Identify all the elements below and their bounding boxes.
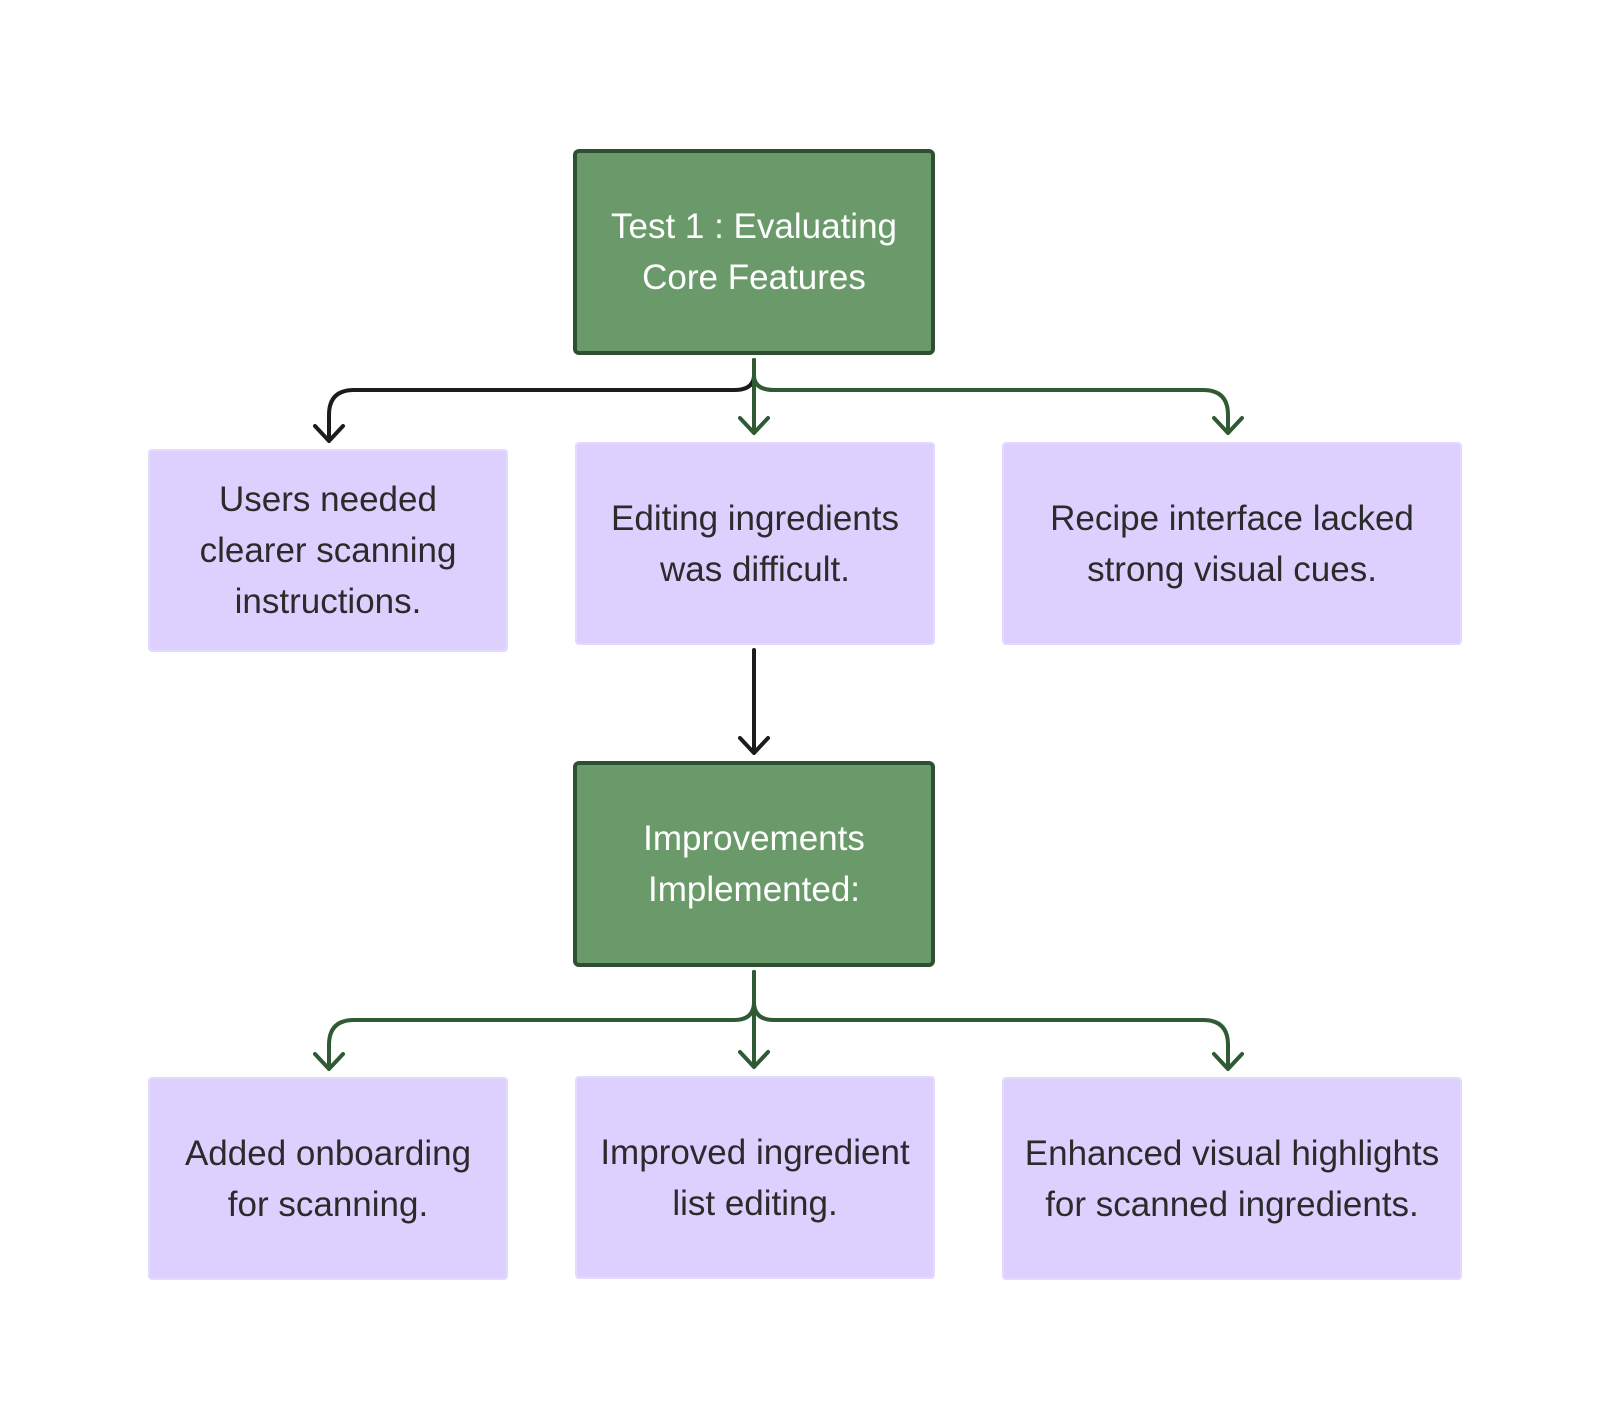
- connector-middle-to-improvement-1: [327, 970, 756, 1070]
- node-finding-editing-label: Editing ingredients was difficult.: [611, 498, 899, 589]
- node-finding-scanning-label: Users needed clearer scanning instructio…: [199, 480, 457, 621]
- node-improvement-highlights: Enhanced visual highlights for scanned i…: [1002, 1077, 1462, 1280]
- node-improvements-label: Improvements Implemented:: [643, 819, 865, 909]
- node-test-evaluation: Test 1 : Evaluating Core Features: [573, 149, 935, 355]
- arrowhead-improvement-1: [313, 1052, 345, 1071]
- node-test-evaluation-label: Test 1 : Evaluating Core Features: [611, 207, 897, 297]
- arrowhead-finding-1: [313, 424, 345, 443]
- arrowhead-finding-2: [738, 416, 770, 435]
- node-improvement-editing: Improved ingredient list editing.: [575, 1076, 935, 1279]
- arrowhead-improvement-3: [1212, 1052, 1244, 1071]
- node-finding-visual-cues-label: Recipe interface lacked strong visual cu…: [1050, 498, 1414, 589]
- connector-top-to-finding-1: [327, 358, 756, 442]
- node-improvement-editing-label: Improved ingredient list editing.: [600, 1132, 910, 1223]
- arrowhead-finding-3: [1212, 416, 1244, 435]
- connector-middle-to-improvement-3: [752, 970, 1230, 1070]
- node-improvement-onboarding-label: Added onboarding for scanning.: [184, 1133, 472, 1224]
- node-finding-visual-cues: Recipe interface lacked strong visual cu…: [1002, 442, 1462, 645]
- node-improvement-highlights-label: Enhanced visual highlights for scanned i…: [1024, 1133, 1440, 1224]
- arrowhead-middle: [738, 736, 770, 755]
- arrowhead-improvement-2: [738, 1050, 770, 1069]
- connector-top-to-finding-3: [752, 358, 1230, 434]
- node-finding-scanning: Users needed clearer scanning instructio…: [148, 449, 508, 652]
- node-finding-editing: Editing ingredients was difficult.: [575, 442, 935, 645]
- node-improvement-onboarding: Added onboarding for scanning.: [148, 1077, 508, 1280]
- node-improvements: Improvements Implemented:: [573, 761, 935, 967]
